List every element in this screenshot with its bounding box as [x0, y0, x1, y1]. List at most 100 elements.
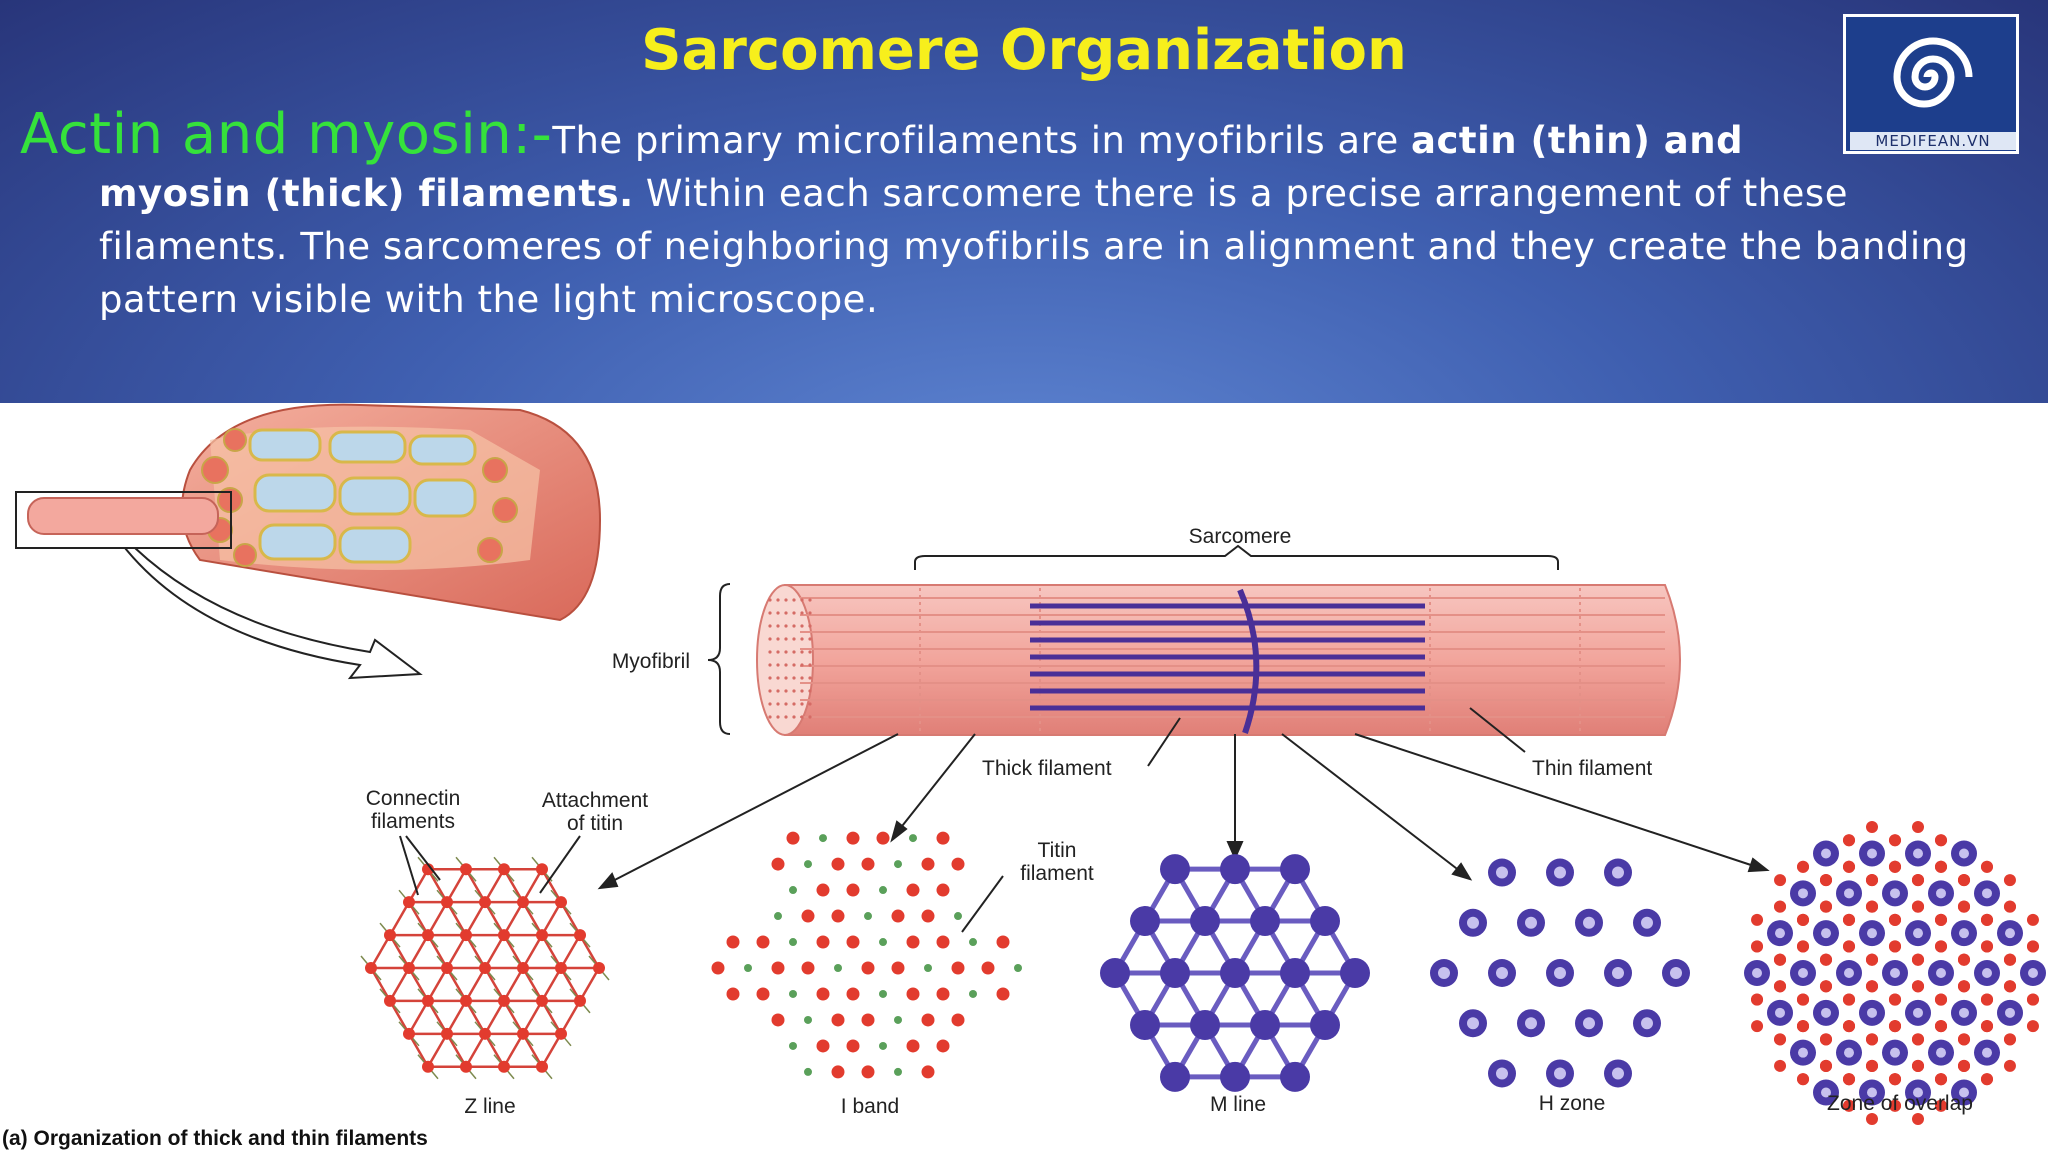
fibril-dot	[776, 663, 780, 667]
actin-dot	[384, 994, 396, 1007]
overlap-actin	[1912, 900, 1924, 913]
i-band-dot	[819, 834, 827, 843]
overlap-actin	[2027, 940, 2039, 953]
fibril-dot	[792, 611, 796, 615]
i-band-dot	[954, 912, 962, 921]
myosin-dot	[1190, 1009, 1220, 1040]
actin-dot	[441, 896, 453, 909]
z-lattice-link	[540, 1000, 563, 1035]
overlap-actin	[1889, 860, 1901, 873]
overlap-actin	[1958, 900, 1970, 913]
overlap-actin	[1912, 874, 1925, 887]
z-lattice-link	[426, 967, 449, 1002]
i-band-dot	[876, 831, 890, 845]
figure-caption: (a) Organization of thick and thin filam…	[2, 1127, 428, 1150]
actin-dot	[403, 1027, 415, 1040]
overlap-actin	[1958, 980, 1970, 993]
cross-section-z-line	[360, 856, 610, 1080]
i-band-dot	[894, 860, 902, 869]
overlap-core	[2005, 1007, 2015, 1018]
fibril-dot	[792, 663, 796, 667]
overlap-actin	[1866, 820, 1878, 833]
z-lattice-link	[521, 934, 544, 969]
i-band-dot	[936, 987, 950, 1001]
actin-dot	[574, 929, 586, 942]
i-band-dot	[786, 831, 800, 845]
overlap-actin	[1889, 993, 1902, 1006]
z-lattice-link	[502, 934, 525, 969]
fibril-dot	[792, 637, 796, 641]
z-lattice-link	[407, 868, 430, 903]
i-band-dot	[894, 1067, 902, 1076]
i-band-dot	[924, 964, 932, 972]
i-band-dot	[816, 935, 830, 949]
actin-dot	[536, 994, 548, 1007]
actin-dot	[498, 1060, 510, 1073]
i-band-dot	[801, 961, 815, 975]
z-lattice-link	[407, 901, 430, 936]
h-zone-core	[1583, 1017, 1595, 1030]
fibril-dot	[808, 624, 812, 628]
overlap-actin	[2003, 874, 2016, 887]
i-band-dot	[894, 1015, 902, 1024]
fibril-dot	[792, 598, 796, 602]
overlap-core	[1821, 848, 1831, 859]
overlap-actin	[1889, 1073, 1902, 1086]
overlap-actin	[1866, 874, 1879, 887]
overlap-actin	[1866, 980, 1878, 993]
overlap-actin	[2003, 1033, 2016, 1046]
z-lattice-link	[369, 967, 392, 1002]
i-band-dot	[951, 961, 965, 975]
fibril-dot	[776, 702, 780, 706]
h-zone-core	[1496, 967, 1508, 979]
logo	[1843, 14, 2019, 154]
overlap-actin	[1774, 980, 1786, 993]
i-band-dot	[861, 1013, 875, 1027]
attachment-label-1: Attachment	[542, 789, 648, 812]
z-lattice-link	[540, 967, 563, 1002]
para-bold-1: actin (thin) and	[1411, 119, 1744, 162]
i-band-dot	[756, 987, 770, 1001]
fibril-dot	[784, 689, 788, 693]
actin-dot	[460, 994, 472, 1007]
z-lattice-link	[540, 934, 563, 969]
overlap-actin	[1797, 993, 1810, 1006]
overlap-core	[1936, 1047, 1946, 1058]
overlap-core	[1890, 968, 1900, 978]
z-line-label: Z line	[464, 1095, 515, 1118]
z-lattice-link	[426, 1033, 449, 1068]
i-band-dot	[771, 857, 785, 871]
i-band-dot	[846, 987, 860, 1001]
fibril-dot	[808, 598, 812, 602]
z-lattice-link	[445, 868, 468, 903]
fibril-dot	[808, 611, 812, 615]
fibril-dot	[800, 624, 804, 628]
overlap-actin	[2026, 913, 2039, 926]
h-zone-core	[1641, 916, 1653, 929]
i-band-dot	[861, 857, 875, 871]
i-band-dot	[921, 1013, 935, 1027]
overlap-core	[1890, 1047, 1900, 1058]
overlap-core	[1821, 928, 1831, 939]
myosin-dot	[1130, 1009, 1160, 1040]
fibril-dot	[768, 624, 772, 628]
overlap-actin	[1981, 993, 1994, 1006]
overlap-actin	[1981, 913, 1994, 926]
h-zone-core	[1670, 967, 1682, 979]
overlap-actin	[1774, 1033, 1787, 1046]
fibril-dot	[800, 650, 804, 654]
actin-dot	[479, 896, 491, 909]
z-lattice-link	[502, 1033, 525, 1068]
actin-dot	[403, 896, 415, 909]
overlap-actin	[2004, 900, 2016, 913]
sarcomere-label: Sarcomere	[1189, 525, 1292, 548]
overlap-core	[1775, 1007, 1785, 1018]
i-band-dot	[969, 989, 977, 998]
i-band-dot	[831, 909, 845, 923]
actin-dot	[555, 962, 567, 974]
i-band-dot	[744, 964, 752, 972]
fibril-dot	[784, 702, 788, 706]
actin-dot	[441, 962, 453, 974]
overlap-actin	[1751, 940, 1763, 953]
i-band-dot	[879, 886, 887, 895]
